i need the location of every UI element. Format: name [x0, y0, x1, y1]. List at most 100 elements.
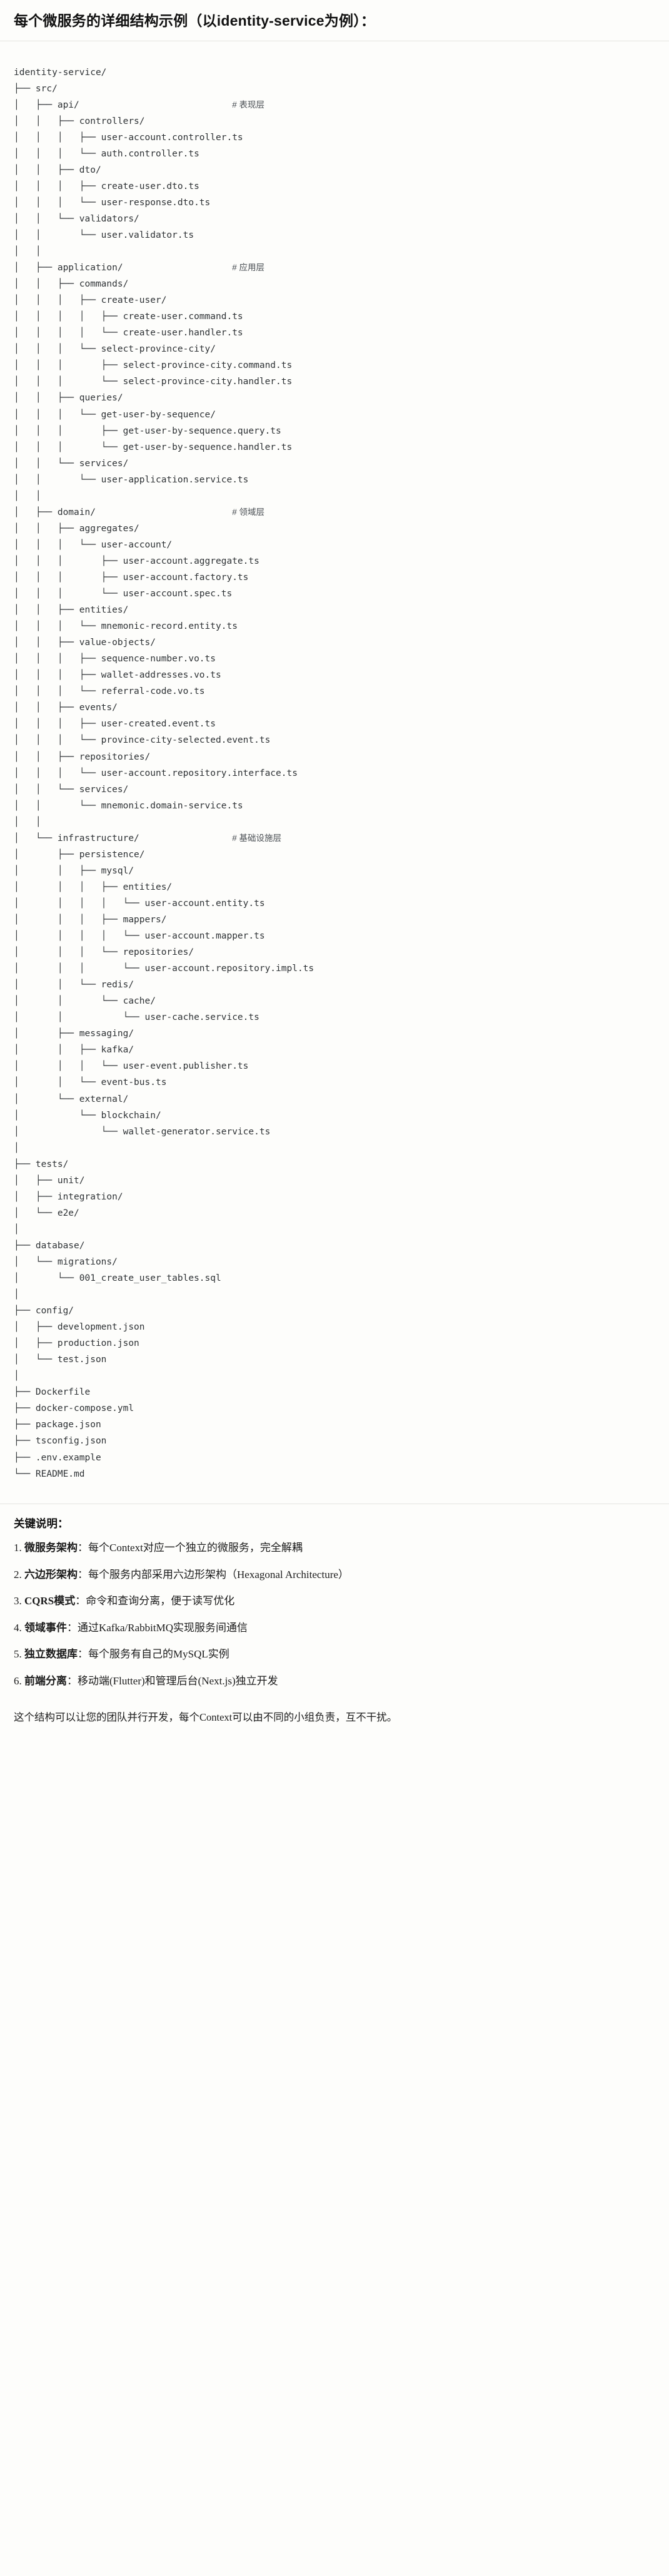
tree-line-text: │: [14, 1143, 19, 1153]
tree-line: │ │: [14, 814, 655, 830]
tree-line-text: │ │ │ └── user-account.repository.impl.t…: [14, 964, 314, 974]
tree-line: │ │ │ └── get-user-by-sequence/: [14, 407, 655, 423]
key-note-term: 前端分离: [24, 1674, 67, 1687]
tree-line-text: │ │ │ ├── entities/: [14, 882, 173, 892]
key-note-number: 5.: [14, 1648, 24, 1661]
tree-line-text: │ │ │ └── referral-code.vo.ts: [14, 686, 205, 697]
tree-line-text: │ │ │ ├── user-account.controller.ts: [14, 132, 243, 143]
tree-line: │ │ │ └── mnemonic-record.entity.ts: [14, 618, 655, 634]
tree-line: │ │ │ │ ├── create-user.command.ts: [14, 308, 655, 325]
tree-line-text: │ │ ├── entities/: [14, 605, 129, 616]
tree-line: ├── config/: [14, 1303, 655, 1319]
tree-line-text: ├── config/: [14, 1306, 74, 1316]
directory-tree-code-block: identity-service/├── src/│ ├── api/ # 表现…: [0, 50, 669, 1495]
key-note-item: 5. 独立数据库：每个服务有自己的MySQL实例: [14, 1646, 655, 1662]
key-note-item: 1. 微服务架构：每个Context对应一个独立的微服务，完全解耦: [14, 1540, 655, 1556]
tree-line-text: │ │ │ └── user-event.publisher.ts: [14, 1061, 249, 1072]
tree-line-text: │ │ │ ├── user-created.event.ts: [14, 719, 216, 730]
tree-line: │ │ └── services/: [14, 456, 655, 472]
tree-line: │ ├── production.json: [14, 1335, 655, 1352]
tree-line-text: │ │ ├── events/: [14, 703, 118, 713]
tree-line-text: │ └── blockchain/: [14, 1110, 161, 1121]
tree-line-text: ├── docker-compose.yml: [14, 1403, 134, 1414]
page-title: 每个微服务的详细结构示例（以identity-service为例）：: [14, 13, 376, 29]
tree-line-text: │ │ ├── queries/: [14, 393, 123, 404]
tree-line: │ │ │ └── select-province-city.handler.t…: [14, 374, 655, 390]
key-note-item: 4. 领域事件：通过Kafka/RabbitMQ实现服务间通信: [14, 1620, 655, 1636]
tree-line-text: │ ├── unit/: [14, 1175, 85, 1186]
tree-line-text: │ │ │ └── user-account/: [14, 539, 173, 550]
key-note-item: 3. CQRS模式：命令和查询分离，便于读写优化: [14, 1593, 655, 1609]
tree-line-text: │ │ ├── mysql/: [14, 865, 134, 876]
tree-line-text: │ └── 001_create_user_tables.sql: [14, 1273, 221, 1284]
tree-line: │ │ ├── value-objects/: [14, 634, 655, 651]
key-note-item: 6. 前端分离：移动端(Flutter)和管理后台(Next.js)独立开发: [14, 1673, 655, 1689]
tree-line-text: │ │ │ ├── sequence-number.vo.ts: [14, 654, 216, 664]
tree-line: │ │ │ ├── user-created.event.ts: [14, 716, 655, 732]
key-note-description: ：每个服务内部采用六边形架构（Hexagonal Architecture）: [78, 1568, 349, 1581]
tree-line: │ │ │ └── user-account.repository.interf…: [14, 765, 655, 781]
key-note-description: ：每个服务有自己的MySQL实例: [78, 1648, 229, 1661]
tree-line-text: │ │ │ └── user-account.repository.interf…: [14, 768, 298, 778]
tree-line-text: │ │ ├── kafka/: [14, 1045, 134, 1056]
tree-line: │ │ ├── queries/: [14, 390, 655, 406]
tree-line: │ │ └── redis/: [14, 977, 655, 993]
tree-line: │ │: [14, 243, 655, 260]
tree-line-text: │ └── test.json: [14, 1355, 107, 1365]
tree-line-text: │ ├── application/: [14, 263, 123, 273]
tree-line: │ └── 001_create_user_tables.sql: [14, 1270, 655, 1286]
tree-line: │: [14, 1221, 655, 1238]
key-note-term: 独立数据库: [24, 1648, 78, 1661]
tree-line: │ │ │ └── referral-code.vo.ts: [14, 683, 655, 700]
tree-line: │ ├── domain/ # 领域层: [14, 504, 655, 521]
tree-line: │ └── migrations/: [14, 1254, 655, 1270]
key-note-item: 2. 六边形架构：每个服务内部采用六边形架构（Hexagonal Archite…: [14, 1567, 655, 1583]
tree-line: │ │ ├── controllers/: [14, 113, 655, 130]
tree-line-comment: # 基础设施层: [232, 833, 281, 843]
tree-line: │ │ ├── repositories/: [14, 749, 655, 765]
tree-line-text: ├── package.json: [14, 1420, 101, 1430]
tree-line-text: │: [14, 1290, 19, 1300]
tree-line-text: │: [14, 1224, 19, 1235]
tree-line-text: │ │ │ ├── mappers/: [14, 914, 167, 925]
tree-line-text: │ └── infrastructure/: [14, 833, 139, 843]
tree-line-text: │ │ │ │ ├── create-user.command.ts: [14, 312, 243, 322]
tree-line: │ │ │ └── user-account.repository.impl.t…: [14, 960, 655, 977]
tree-line: │ └── wallet-generator.service.ts: [14, 1124, 655, 1140]
tree-line: │ │ ├── mysql/: [14, 863, 655, 879]
tree-line: │ │ └── services/: [14, 781, 655, 798]
tree-line: │ ├── integration/: [14, 1189, 655, 1205]
tree-line-text: │ │ │ │ └── user-account.mapper.ts: [14, 931, 265, 942]
tree-line-text: │ │ ├── aggregates/: [14, 523, 139, 534]
tree-line-text: │ ├── production.json: [14, 1338, 139, 1349]
tree-line: │ ├── development.json: [14, 1319, 655, 1335]
tree-line-text: ├── database/: [14, 1240, 85, 1251]
tree-line-text: │ │ ├── commands/: [14, 279, 129, 290]
key-note-term: 六边形架构: [24, 1568, 78, 1581]
tree-line-spacer: [96, 507, 232, 517]
tree-line: │ └── blockchain/: [14, 1107, 655, 1124]
tree-line: │ │ └── event-bus.ts: [14, 1074, 655, 1091]
key-notes-title: 关键说明：: [14, 1517, 69, 1530]
tree-line-text: │ ├── development.json: [14, 1322, 145, 1333]
tree-line-text: │ │ ├── dto/: [14, 165, 101, 175]
tree-line-spacer: [139, 833, 232, 843]
tree-line: ├── tests/: [14, 1156, 655, 1173]
tree-line: │ │ │ └── province-city-selected.event.t…: [14, 732, 655, 748]
tree-line: │ │ │ ├── select-province-city.command.t…: [14, 357, 655, 374]
tree-line: │ │ │ ├── user-account.controller.ts: [14, 130, 655, 146]
tree-line: │ └── test.json: [14, 1352, 655, 1368]
tree-line: │ │ │ └── get-user-by-sequence.handler.t…: [14, 439, 655, 456]
tree-line: │ │ │ ├── mappers/: [14, 912, 655, 928]
tree-line-text: │ │ │ │ └── create-user.handler.ts: [14, 328, 243, 339]
tree-line: │ ├── messaging/: [14, 1026, 655, 1042]
tree-line: │ │ │ └── user-account/: [14, 537, 655, 553]
tree-line: │ │ ├── events/: [14, 700, 655, 716]
tree-line-text: └── README.md: [14, 1469, 85, 1479]
tree-line-text: ├── Dockerfile: [14, 1387, 91, 1398]
tree-line-text: │ │ │ ├── user-account.aggregate.ts: [14, 556, 259, 566]
tree-line-text: │ │ │ ├── select-province-city.command.t…: [14, 360, 293, 371]
tree-line: │ ├── persistence/: [14, 847, 655, 863]
tree-line: │ │ │ ├── wallet-addresses.vo.ts: [14, 667, 655, 683]
tree-line-text: │ │: [14, 817, 41, 827]
